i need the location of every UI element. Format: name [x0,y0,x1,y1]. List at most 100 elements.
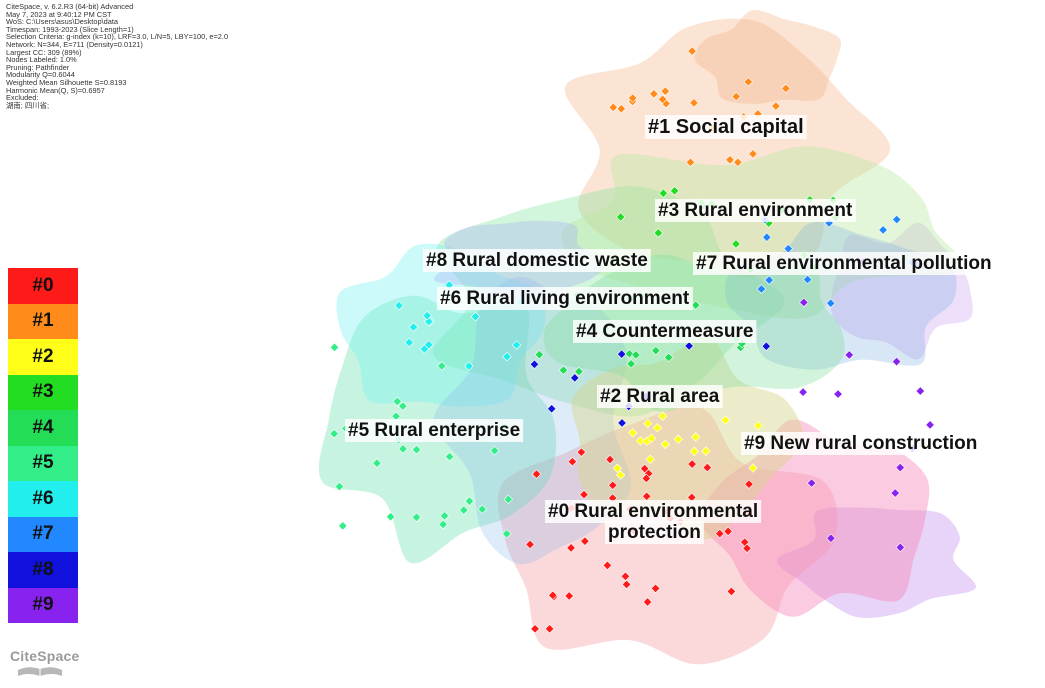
network-node-cluster-0 [580,536,590,546]
network-node-cluster-0 [579,489,589,500]
network-node-cluster-5 [464,496,475,506]
network-node-cluster-9 [891,356,902,367]
cluster-label-9: #9 New rural construction [744,433,977,454]
network-node-cluster-2 [646,433,657,443]
network-node-cluster-7 [826,298,836,308]
network-node-cluster-9 [833,389,843,399]
legend-swatch-1: #1 [8,303,78,339]
cluster-label-0: #0 Rural environmental [548,501,758,522]
network-node-cluster-0 [602,560,613,571]
network-node-cluster-5 [459,505,469,515]
network-node-cluster-2 [657,411,668,421]
network-node-cluster-4 [624,349,635,359]
network-node-cluster-8 [546,404,557,414]
network-node-cluster-2 [612,463,623,474]
network-node-cluster-8 [684,341,694,351]
network-node-cluster-9 [844,350,855,360]
network-node-cluster-0 [621,579,632,590]
cluster-hull-9 [776,507,977,619]
cluster-label-0: protection [608,522,701,543]
cluster-label-bg-6 [437,287,693,310]
network-node-cluster-1 [733,157,743,167]
cluster-hull-0 [699,419,930,617]
legend-swatch-3: #3 [8,374,78,410]
network-node-cluster-2 [689,446,700,457]
network-node-cluster-7 [756,284,767,294]
info-line: 湖南; 四川省; [6,100,50,110]
network-node-cluster-1 [743,77,754,87]
network-node-cluster-9 [925,420,935,430]
network-node-cluster-1 [627,93,638,103]
network-node-cluster-2 [701,446,711,456]
network-node-cluster-6 [470,311,481,322]
network-node-cluster-4 [663,352,674,363]
info-line: May 7, 2023 at 9:40:12 PM CST [6,9,112,19]
network-node-cluster-1 [608,102,618,113]
cluster-label-bg-5 [345,419,524,442]
network-node-cluster-5 [372,458,382,468]
network-node-cluster-0 [544,624,555,634]
network-node-cluster-5 [385,512,396,522]
network-node-cluster-6 [422,310,432,321]
book-icon [18,667,62,676]
network-node-cluster-0 [548,590,558,601]
network-node-cluster-5 [411,444,422,455]
network-node-cluster-0 [566,543,576,553]
network-node-cluster-2 [753,420,763,431]
network-node-cluster-0 [715,528,725,539]
network-node-cluster-0 [567,456,578,467]
cluster-label-4: #4 Countermeasure [576,321,753,342]
network-node-cluster-5 [329,428,339,439]
network-node-cluster-5 [411,512,422,523]
cluster-hull-1 [694,9,842,104]
cluster-color-legend: #0#1#2#3#4#5#6#7#8#9 [8,268,78,623]
network-node-cluster-0 [576,447,587,457]
network-node-cluster-4 [691,300,701,310]
network-node-cluster-5 [503,494,514,505]
network-node-cluster-2 [673,434,684,445]
network-node-cluster-5 [444,451,455,462]
network-node-cluster-0 [531,469,542,479]
network-node-cluster-6 [424,316,434,327]
cluster-hull-3 [561,146,964,319]
info-line: Largest CC: 309 (89%) [6,47,82,57]
network-node-cluster-2 [690,432,701,442]
network-node-cluster-6 [511,340,522,350]
network-node-cluster-5 [392,396,403,407]
network-node-cluster-6 [408,322,419,332]
legend-swatch-5: #5 [8,445,78,481]
network-node-cluster-0 [744,479,754,489]
network-node-cluster-1 [657,94,668,105]
network-node-cluster-9 [806,478,817,488]
network-node-cluster-1 [725,155,735,165]
citespace-logo: CiteSpace [6,648,79,680]
network-node-cluster-0 [530,624,540,634]
network-node-cluster-8 [570,373,580,383]
network-node-cluster-5 [398,401,408,411]
cluster-label-bg-2 [597,385,723,408]
network-node-cluster-0 [742,543,752,554]
network-node-cluster-9 [890,488,900,498]
network-node-cluster-2 [748,463,758,473]
network-node-cluster-5 [329,342,340,353]
network-node-cluster-1 [781,83,791,94]
info-line: CiteSpace, v. 6.2.R3 (64-bit) Advanced [6,2,134,11]
network-node-cluster-0 [608,480,618,491]
network-node-cluster-4 [558,365,569,375]
cluster-label-bg-4 [573,320,757,343]
cluster-label-3: #3 Rural environment [658,200,853,221]
cluster-label-bg-8 [423,249,651,272]
cluster-label-bg-0 [605,521,704,544]
network-node-cluster-4 [631,350,641,360]
network-node-cluster-9 [798,387,808,397]
network-node-cluster-5 [338,521,348,531]
cluster-label-bg-9 [741,432,981,455]
cluster-label-6: #6 Rural living environment [440,288,690,309]
network-node-cluster-1 [685,157,696,168]
info-line: WoS: C:\Users\asus\Desktop\data [6,17,118,27]
legend-swatch-4: #4 [8,410,78,446]
network-node-cluster-7 [764,275,774,285]
cluster-label-bg-3 [655,199,856,222]
